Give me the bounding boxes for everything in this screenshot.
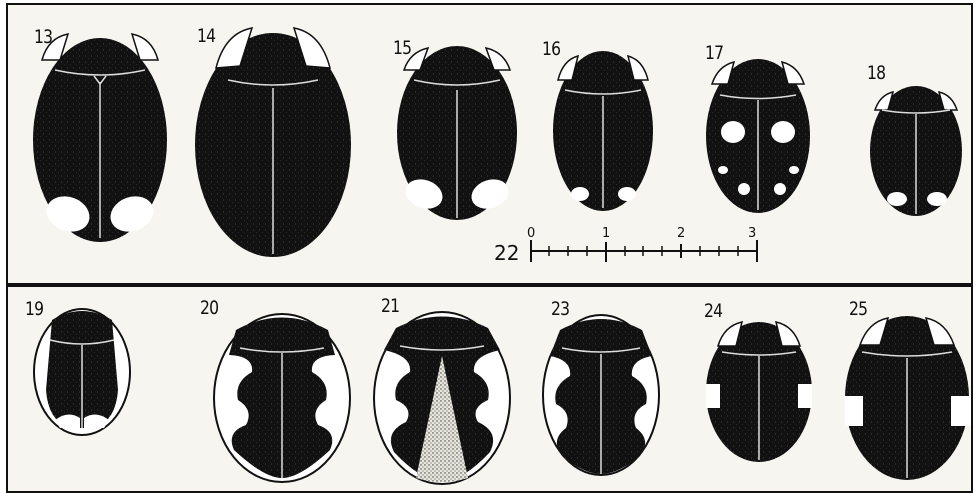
beetle-figure-24 — [706, 322, 812, 462]
figure-label-18: 18 — [867, 62, 885, 84]
beetle-figure-19 — [34, 309, 130, 435]
figure-label-19: 19 — [25, 298, 43, 320]
scale-tick-label-3: 3 — [748, 226, 756, 241]
beetle-figure-21 — [374, 312, 510, 484]
scale-tick-label-1: 1 — [602, 226, 610, 241]
beetle-figure-13 — [33, 34, 167, 242]
beetle-figure-15 — [397, 46, 517, 220]
beetle-figure-18 — [870, 86, 962, 216]
figure-label-20: 20 — [200, 297, 218, 319]
figure-label-14: 14 — [197, 25, 215, 47]
beetle-figure-20 — [214, 314, 350, 482]
beetle-figure-14 — [195, 28, 351, 257]
beetle-figure-25 — [845, 316, 971, 480]
figure-label-21: 21 — [381, 295, 399, 317]
beetle-figure-16 — [553, 51, 653, 211]
beetle-figure-23 — [543, 315, 659, 475]
figure-label-23: 23 — [551, 298, 569, 320]
scale-bar-figure-number: 22 — [494, 241, 519, 265]
scale-tick-label-2: 2 — [677, 226, 685, 241]
figure-label-13: 13 — [34, 26, 52, 48]
beetle-figure-17 — [706, 59, 810, 213]
figure-label-24: 24 — [704, 300, 722, 322]
figure-label-25: 25 — [849, 298, 867, 320]
figure-label-15: 15 — [393, 37, 411, 59]
scale-tick-label-0: 0 — [527, 226, 535, 241]
figure-label-16: 16 — [542, 38, 560, 60]
scale-bar: 22 0 1 2 3 — [494, 226, 757, 265]
figure-label-17: 17 — [705, 42, 723, 64]
